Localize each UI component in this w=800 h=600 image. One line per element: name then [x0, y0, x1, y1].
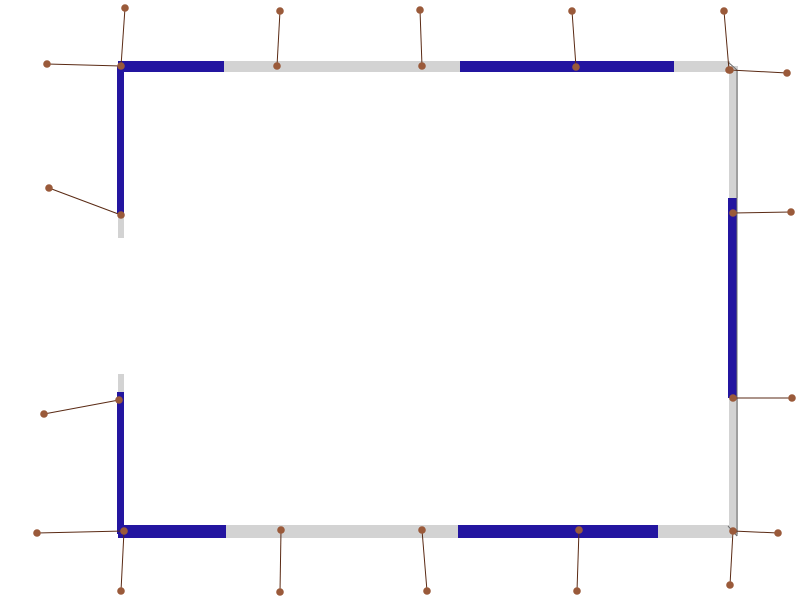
leader-line-14	[279, 529, 282, 593]
wall-segments	[117, 61, 738, 538]
leader-line-17	[729, 530, 734, 586]
leader-line-6	[729, 69, 788, 74]
marker-dot-inner-1	[273, 62, 281, 70]
marker-dot-outer-9	[33, 529, 41, 537]
marker-dot-outer-4	[720, 7, 728, 15]
leader-line-1	[276, 10, 281, 67]
wall-segment-blue-7	[118, 525, 226, 538]
wall-segment-blue-9	[458, 525, 658, 538]
marker-dot-outer-14	[276, 588, 284, 596]
marker-dot-inner-2	[418, 62, 426, 70]
marker-dot-outer-10	[787, 208, 795, 216]
marker-dot-inner-16	[575, 526, 583, 534]
leader-line-9	[36, 530, 125, 534]
wall-segment-gray-12	[118, 214, 124, 238]
wall-segment-blue-5	[728, 198, 737, 398]
marker-dot-inner-9	[120, 527, 128, 535]
marker-dot-inner-3	[572, 63, 580, 71]
marker-dot-outer-2	[416, 6, 424, 14]
marker-dot-outer-13	[117, 587, 125, 595]
leader-line-5	[46, 63, 122, 67]
marker-dot-outer-1	[276, 7, 284, 15]
wall-segment-blue-14	[117, 392, 124, 534]
marker-dot-outer-5	[43, 60, 51, 68]
marker-dot-outer-7	[45, 184, 53, 192]
wall-segment-gray-13	[118, 374, 124, 392]
leader-line-8	[43, 399, 120, 415]
marker-dot-outer-8	[40, 410, 48, 418]
wall-segment-gray-10	[658, 525, 732, 538]
markers	[33, 4, 796, 596]
wall-segment-blue-2	[460, 61, 674, 72]
wall-segment-gray-1	[224, 61, 460, 72]
marker-dot-outer-3	[568, 7, 576, 15]
marker-dot-inner-15	[418, 526, 426, 534]
marker-dot-inner-11	[729, 394, 737, 402]
marker-dot-outer-15	[423, 587, 431, 595]
marker-dot-outer-0	[121, 4, 129, 12]
wall-segment-blue-11	[117, 66, 124, 214]
marker-dot-outer-17	[726, 581, 734, 589]
marker-dot-outer-12	[774, 529, 782, 537]
wall-segment-gray-4	[729, 66, 738, 198]
marker-dot-outer-16	[573, 587, 581, 595]
leader-line-2	[419, 9, 423, 67]
leader-line-10	[732, 211, 792, 214]
marker-dot-inner-8	[115, 396, 123, 404]
wall-segment-blue-0	[118, 61, 224, 72]
marker-dot-inner-10	[729, 209, 737, 217]
leader-lines	[36, 7, 792, 593]
wall-segment-gray-3	[674, 61, 730, 72]
marker-dot-inner-0	[117, 62, 125, 70]
leader-line-7	[48, 187, 122, 216]
leader-line-12	[732, 530, 779, 534]
marker-dot-outer-6	[783, 69, 791, 77]
leader-line-0	[120, 7, 126, 67]
marker-dot-inner-14	[277, 526, 285, 534]
marker-dot-inner-7	[117, 211, 125, 219]
corner-edge-top-right	[727, 61, 738, 71]
marker-dot-inner-12	[729, 527, 737, 535]
wall-segment-gray-6	[729, 398, 738, 534]
marker-dot-inner-6	[726, 66, 734, 74]
leader-line-15	[421, 529, 428, 592]
leader-line-3	[571, 10, 577, 68]
leader-line-4	[723, 10, 730, 71]
leader-line-16	[576, 529, 580, 592]
leader-line-13	[120, 530, 125, 592]
marker-dot-outer-11	[788, 394, 796, 402]
